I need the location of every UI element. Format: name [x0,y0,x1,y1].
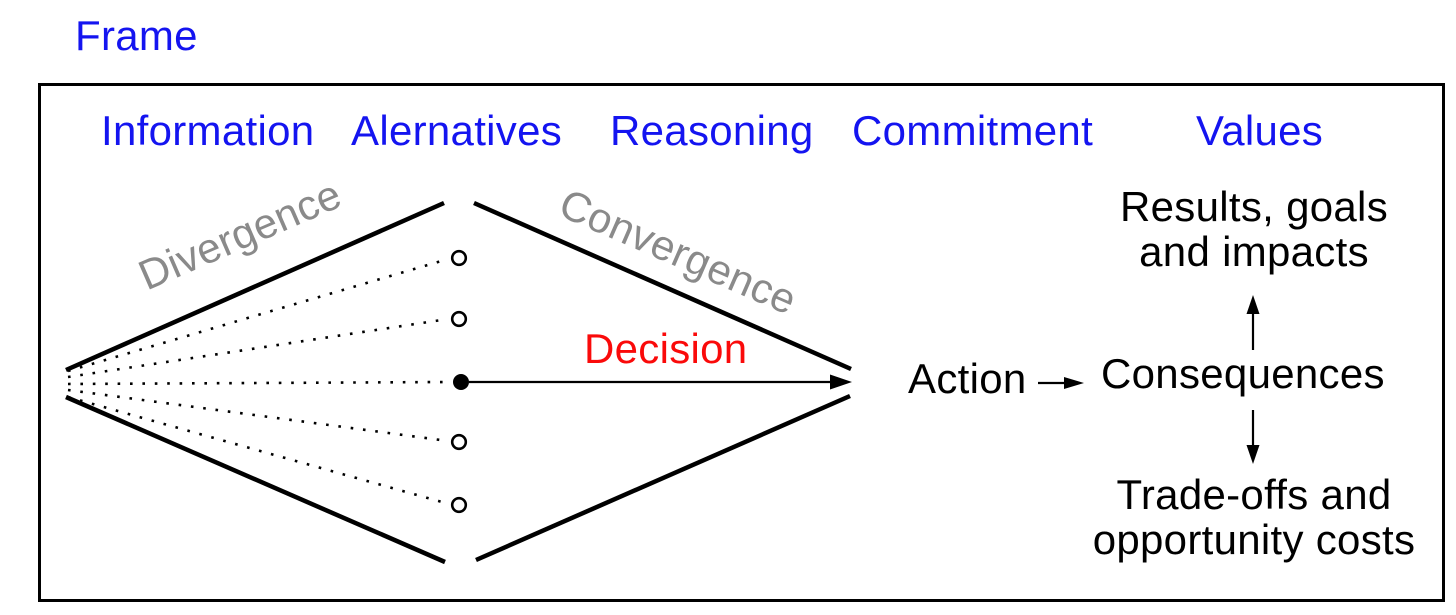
tradeoffs-line-1: Trade-offs and [1116,471,1392,518]
frame-title: Frame [75,12,198,59]
consequences-label: Consequences [1101,350,1385,397]
frame-box [38,83,1445,602]
results-block: Results, goals and impacts [1078,184,1430,274]
results-line-2: and impacts [1139,228,1369,275]
tradeoffs-block: Trade-offs and opportunity costs [1078,472,1430,562]
header-alernatives: Alernatives [351,107,563,154]
header-reasoning: Reasoning [610,107,814,154]
header-information: Information [101,107,315,154]
header-values: Values [1196,107,1324,154]
header-commitment: Commitment [852,107,1094,154]
action-label: Action [908,355,1027,402]
tradeoffs-line-2: opportunity costs [1092,516,1416,563]
results-line-1: Results, goals [1120,183,1388,230]
decision-label: Decision [584,325,748,372]
